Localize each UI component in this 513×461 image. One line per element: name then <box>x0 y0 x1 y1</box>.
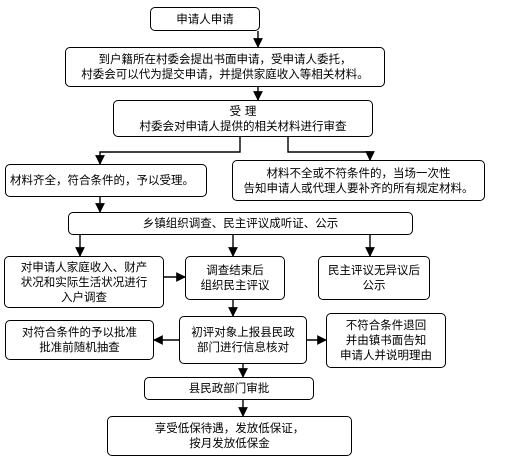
node-review: 调查结束后 组织民主评议 <box>185 256 285 300</box>
node-reject: 不符合条件退回 并由镇书面告知 申请人并说明理由 <box>326 313 446 368</box>
node-apply: 申请人申请 <box>150 7 260 31</box>
node-township: 乡镇组织调查、民主评议成听证、公示 <box>68 212 413 235</box>
node-accept: 受 理 村委会对申请人提供的相关材料进行审查 <box>113 100 373 137</box>
node-county: 县民政部门审批 <box>144 377 314 400</box>
node-publicize: 民主评议无异议后 公示 <box>318 256 430 300</box>
arrow-accept-complete <box>95 137 241 165</box>
node-submit: 到户籍所在村委会提出书面申请，受申请人委托， 村委会可以代为提交申请，并提供家庭… <box>65 47 385 87</box>
node-verify: 初评对象上报县民政 部门进行信息核对 <box>179 316 307 364</box>
node-survey: 对申请人家庭收入、财产 状况和实际生活状况进行 入户调查 <box>4 256 164 308</box>
node-spotcheck: 对符合条件的予以批准 批准前随机抽查 <box>5 320 154 360</box>
arrow-accept-incomplete <box>287 137 375 161</box>
node-complete: 材料齐全，符合条件的，予以受理。 <box>5 164 207 197</box>
node-enjoy: 享受低保待遇，发放低保证， 按月发放低保金 <box>107 416 352 456</box>
node-incomplete: 材料不全或不符条件的，当场一次性 告知申请人或代理人要补齐的所有规定材料。 <box>232 160 485 201</box>
